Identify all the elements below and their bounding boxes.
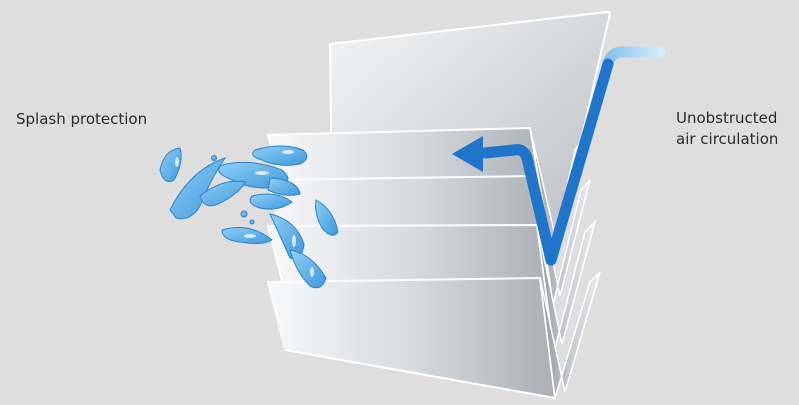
air-circulation-line-2: air circulation bbox=[676, 130, 779, 148]
air-circulation-line-1: Unobstructed bbox=[676, 109, 778, 127]
water-highlights bbox=[175, 150, 314, 277]
splash-protection-label: Splash protection bbox=[16, 110, 148, 128]
water-splash-icon bbox=[159, 145, 339, 289]
airflow-arrow bbox=[452, 46, 666, 266]
air-circulation-label: Unobstructed air circulation bbox=[676, 108, 778, 150]
louver-slat-4 bbox=[266, 271, 601, 400]
airflow-arrowhead bbox=[452, 136, 483, 172]
